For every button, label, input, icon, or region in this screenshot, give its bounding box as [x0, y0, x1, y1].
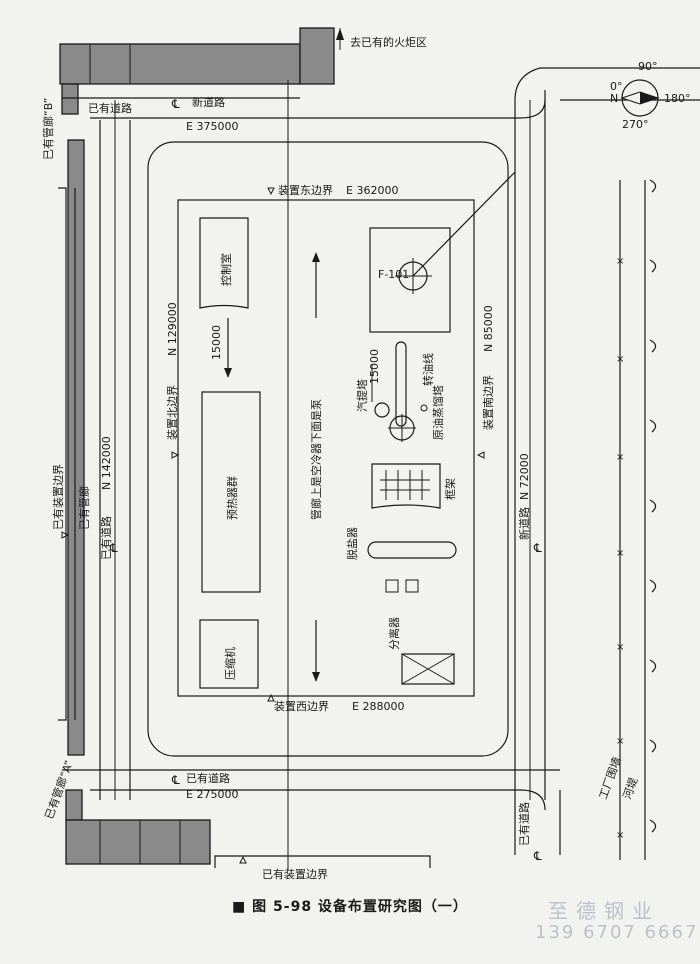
pipe-rack-top-block	[59, 43, 301, 85]
south-boundary-label: 装置南边界	[482, 375, 495, 430]
compass-180: 180°	[664, 92, 691, 105]
frame-box	[371, 463, 441, 509]
svg-text:×: ×	[616, 452, 624, 463]
pipe-rack-bottom-block	[65, 819, 211, 865]
cl-top: ℄	[171, 97, 180, 111]
existing-unit-boundary-left: 已有装置边界	[51, 464, 65, 530]
existing-road-bottom: 已有道路	[186, 771, 230, 785]
separator-label: 分离器	[387, 617, 401, 650]
f101-box	[369, 227, 451, 333]
control-room-label: 控制室	[219, 253, 233, 286]
figure-caption: ■ 图 5-98 设备布置研究图（一）	[232, 899, 468, 915]
desalter-box	[367, 541, 457, 559]
preheater-box	[201, 391, 261, 593]
separator-box	[401, 653, 455, 685]
existing-unit-boundary-bottom: 已有装置边界	[262, 867, 328, 881]
unit-battery-limit	[177, 199, 475, 697]
n85000-label: N 85000	[482, 305, 495, 352]
cl-left: ℄	[109, 541, 118, 555]
watermark-phone: 139 6707 6667	[535, 922, 699, 943]
compass-0: 0°	[610, 80, 623, 93]
svg-text:×: ×	[616, 830, 624, 841]
desalter-label: 脱盐器	[345, 527, 359, 560]
compass-n: N	[610, 92, 618, 105]
compass-icon	[620, 79, 660, 117]
frame-label: 框架	[444, 478, 457, 500]
preheater-label: 预热器群	[225, 476, 239, 520]
pipe-rack-top-right	[299, 27, 335, 85]
watermark-name: 至德钢业	[548, 899, 660, 923]
pipe-rack-left-top	[61, 83, 79, 115]
cl-bottom-right: ℄	[533, 849, 542, 863]
cl-bottom: ℄	[171, 773, 180, 787]
new-road-right-label: 新道路	[517, 507, 531, 540]
cl-right: ℄	[533, 541, 542, 555]
existing-pipe-left: 已有管廊	[77, 486, 91, 530]
compass-270: 270°	[622, 118, 649, 131]
f101-label: F-101	[378, 268, 409, 281]
svg-text:×: ×	[616, 642, 624, 653]
river-bank-label: 河堤	[621, 776, 641, 801]
transfer-line-label: 转油线	[421, 353, 435, 386]
pipe-rack-left-bottom	[65, 789, 83, 821]
west-boundary-label: 装置西边界	[274, 700, 329, 713]
to-flare-label: 去已有的火炬区	[350, 35, 427, 49]
dim-15000-left: 15000	[210, 325, 223, 360]
new-road-top: 新道路	[192, 95, 225, 109]
e362000-label: E 362000	[346, 184, 398, 197]
compressor-box	[199, 619, 259, 689]
pipe-b-label: 已有管廊“B”	[41, 98, 55, 160]
north-boundary-label: 装置北边界	[166, 385, 179, 440]
pipe-rack-note: 管廊上是空冷器下面是泵	[309, 399, 323, 520]
svg-text:×: ×	[616, 548, 624, 559]
new-unit-boundary	[147, 141, 509, 757]
compressor-label: 压缩机	[223, 647, 237, 680]
compass-90: 90°	[638, 60, 658, 73]
svg-text:×: ×	[616, 256, 624, 267]
svg-text:×: ×	[616, 354, 624, 365]
existing-road-left: 已有道路	[99, 516, 113, 560]
control-room-box	[199, 217, 249, 309]
e275000-label: E 275000	[186, 788, 238, 801]
e288000-label: E 288000	[352, 700, 404, 713]
n142000-label: N 142000	[100, 436, 113, 490]
dim-15000-right: 15000	[368, 349, 381, 384]
existing-road-bottom-right: 已有道路	[517, 802, 531, 846]
svg-text:×: ×	[616, 736, 624, 747]
n72000-label: N 72000	[518, 453, 531, 500]
crude-tower-label: 原油蒸馏塔	[431, 385, 445, 440]
east-boundary-label: 装置东边界	[278, 184, 333, 197]
existing-road-top: 已有道路	[88, 101, 132, 115]
n129000-label: N 129000	[166, 302, 179, 356]
pipe-rack-left-strip	[67, 139, 85, 756]
stripper-label: 汽提塔	[355, 379, 369, 412]
e375000-label: E 375000	[186, 120, 238, 133]
